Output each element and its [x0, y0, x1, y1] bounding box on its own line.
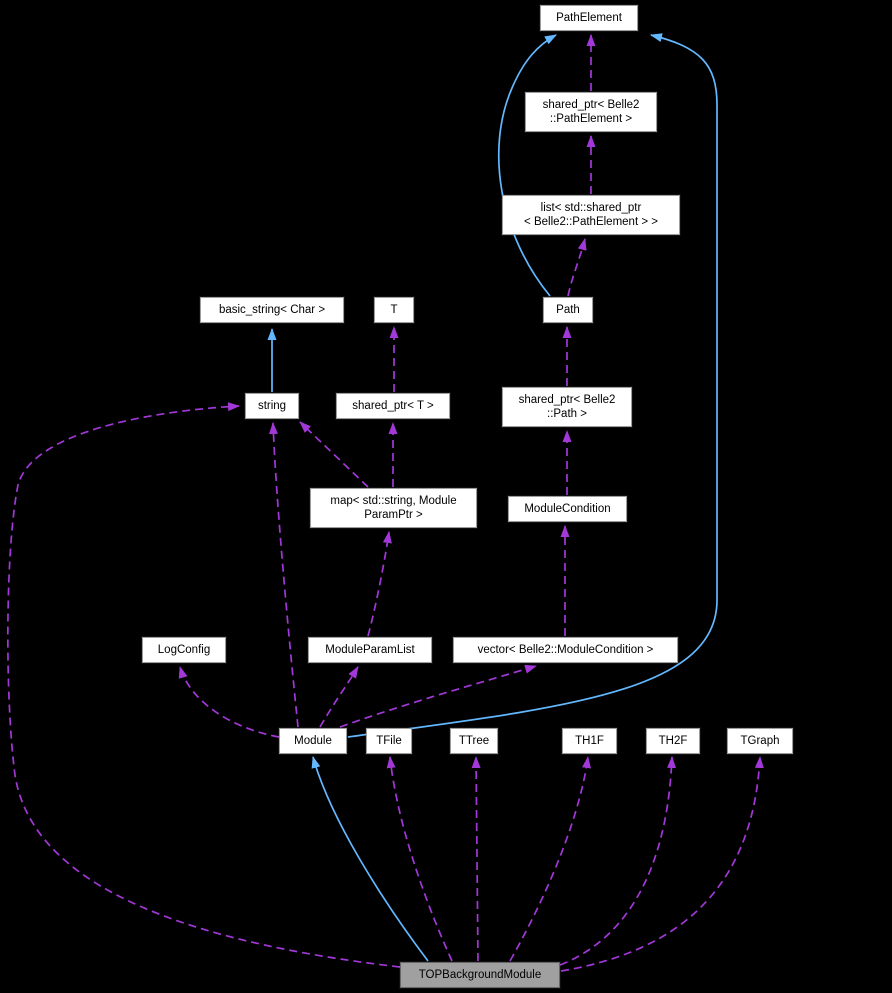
node-th2f[interactable]: TH2F — [646, 728, 700, 754]
node-tgraph[interactable]: TGraph — [727, 728, 793, 754]
edge-use-map-string — [299, 421, 369, 488]
edge-use-moduleparamlist-map — [367, 531, 392, 637]
node-tfile[interactable]: TFile — [366, 728, 412, 754]
node-list-shared-ptr-pathelement[interactable]: list< std::shared_ptr < Belle2::PathElem… — [502, 195, 680, 235]
edge-use-module-vector — [339, 664, 537, 728]
node-vector-modulecondition[interactable]: vector< Belle2::ModuleCondition > — [453, 637, 678, 663]
node-basic-string[interactable]: basic_string< Char > — [200, 297, 344, 323]
edge-inherit-topbackgroundmodule-module — [311, 756, 429, 962]
node-module[interactable]: Module — [279, 728, 347, 754]
node-moduleparamlist[interactable]: ModuleParamList — [308, 637, 432, 663]
node-map-moduleparamptr[interactable]: map< std::string, Module ParamPtr > — [310, 488, 477, 528]
edge-use-topbackgroundmodule-string — [7, 402, 401, 968]
edge-use-module-logconfig — [178, 666, 280, 738]
node-shared-ptr-pathelement[interactable]: shared_ptr< Belle2 ::PathElement > — [525, 92, 657, 132]
edge-use-topbackgroundmodule-tfile — [386, 756, 453, 962]
edge-use-path-list — [567, 238, 587, 297]
edge-use-topbackgroundmodule-th1f — [509, 756, 591, 962]
edge-use-topbackgroundmodule-ttree — [471, 756, 481, 962]
node-ttree[interactable]: TTree — [450, 728, 498, 754]
node-t[interactable]: T — [374, 297, 414, 323]
edge-use-module-moduleparamlist — [319, 666, 359, 728]
edge-use-module-string — [268, 422, 299, 728]
node-modulecondition[interactable]: ModuleCondition — [508, 496, 627, 522]
node-topbackgroundmodule[interactable]: TOPBackgroundModule — [400, 962, 560, 988]
edge-use-topbackgroundmodule-tgraph — [560, 756, 764, 972]
node-shared-ptr-path[interactable]: shared_ptr< Belle2 ::Path > — [502, 387, 632, 427]
edge-inherit-path-pathelement — [497, 34, 557, 297]
node-string[interactable]: string — [245, 393, 299, 419]
node-th1f[interactable]: TH1F — [562, 728, 617, 754]
edge-use-topbackgroundmodule-th2f — [559, 756, 677, 966]
edge-inherit-module-pathelement — [347, 33, 718, 738]
node-logconfig[interactable]: LogConfig — [142, 637, 226, 663]
node-pathelement[interactable]: PathElement — [540, 5, 638, 31]
node-shared-ptr-t[interactable]: shared_ptr< T > — [336, 393, 450, 419]
node-path[interactable]: Path — [543, 297, 593, 323]
